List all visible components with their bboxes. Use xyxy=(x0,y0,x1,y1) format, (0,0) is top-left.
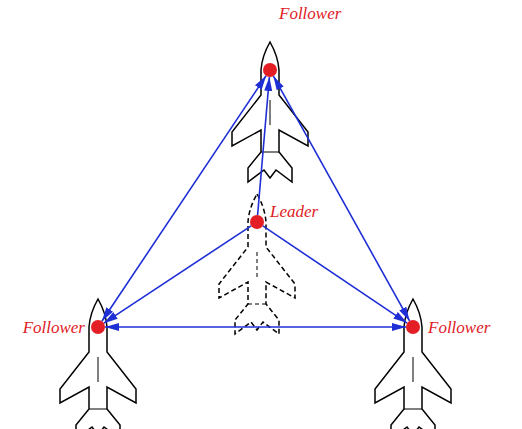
communication-link xyxy=(258,77,270,215)
aircraft-detail xyxy=(248,252,266,304)
communication-link xyxy=(104,226,251,323)
position-dot: Follower xyxy=(91,320,105,334)
communication-link xyxy=(105,326,406,328)
position-dot: Follower xyxy=(406,320,420,334)
node-label: Follower xyxy=(278,4,342,23)
communication-link xyxy=(263,226,407,323)
position-dot: Follower xyxy=(263,63,277,77)
communication-link xyxy=(273,76,409,321)
aircraft-detail xyxy=(404,357,422,409)
node-label: Leader xyxy=(269,202,319,221)
aircraft-detail xyxy=(89,357,107,409)
aircraft-outline xyxy=(232,42,308,182)
node-label: Follower xyxy=(22,318,86,337)
follower-aircraft xyxy=(232,42,308,182)
communication-link xyxy=(102,76,266,321)
node-label: Follower xyxy=(427,318,491,337)
position-dot: Leader xyxy=(250,215,264,229)
